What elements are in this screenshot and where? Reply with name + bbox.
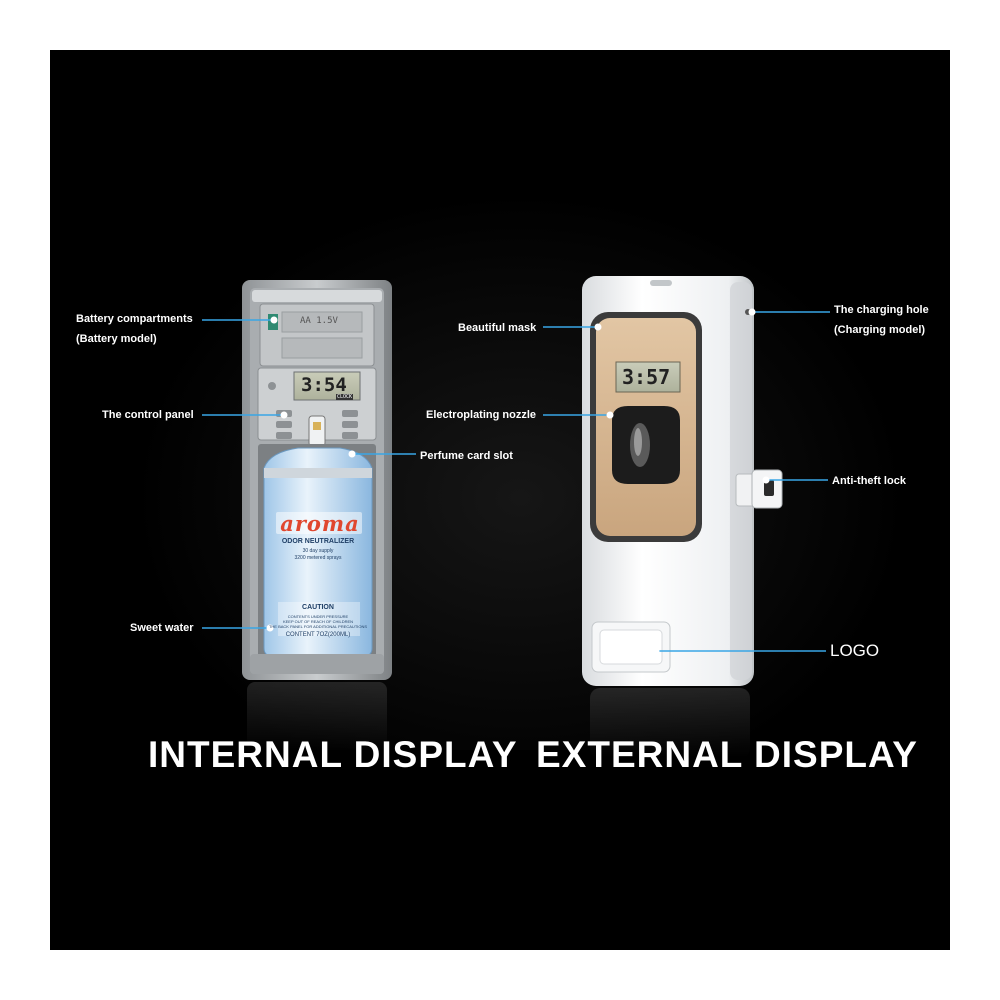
callout-battery-compartments: Battery compartments bbox=[76, 313, 193, 325]
can-caution-line2: KEEP OUT OF REACH OF CHILDREN bbox=[282, 619, 354, 624]
callout-dots bbox=[266, 308, 770, 655]
external-device bbox=[582, 276, 783, 758]
can-brand: aroma bbox=[280, 511, 360, 536]
internal-device bbox=[242, 280, 392, 752]
external-lcd-time: 3:57 bbox=[622, 365, 671, 389]
internal-lcd-time: 3:54 bbox=[301, 374, 347, 396]
product-photo-panel: AA 1.5V 3:54 CLOCK aroma ODOR NEUTRALIZE… bbox=[50, 50, 950, 950]
battery-label: AA 1.5V bbox=[300, 316, 338, 326]
can-supply-line1: 30 day supply bbox=[302, 548, 334, 554]
can-supply-line2: 3200 metered sprays bbox=[294, 555, 342, 561]
callout-battery-model: (Battery model) bbox=[76, 333, 157, 345]
callout-anti-theft-lock: Anti-theft lock bbox=[832, 475, 906, 487]
internal-display-title: INTERNAL DISPLAY bbox=[148, 734, 518, 775]
callout-charging-model: (Charging model) bbox=[834, 324, 926, 336]
can-product: ODOR NEUTRALIZER bbox=[281, 538, 355, 545]
can-caution-line3: THE BACK PANEL FOR ADDITIONAL PRECAUTION… bbox=[268, 624, 368, 629]
callout-sweet-water: Sweet water bbox=[130, 622, 194, 634]
can-caution-line1: CONTENTS UNDER PRESSURE bbox=[287, 614, 349, 619]
product-illustration bbox=[202, 276, 830, 758]
callout-charging-hole: The charging hole bbox=[834, 304, 929, 316]
callout-beautiful-mask: Beautiful mask bbox=[458, 322, 537, 334]
internal-lcd-mode: CLOCK bbox=[336, 394, 354, 400]
callout-control-panel: The control panel bbox=[102, 409, 194, 421]
callout-electroplating-nozzle: Electroplating nozzle bbox=[426, 409, 537, 421]
can-content: CONTENT 7OZ(200ML) bbox=[285, 632, 351, 638]
callout-logo: LOGO bbox=[830, 641, 880, 660]
can-caution-title: CAUTION bbox=[302, 604, 334, 611]
callout-leaders bbox=[202, 311, 830, 652]
external-display-title: EXTERNAL DISPLAY bbox=[536, 734, 918, 775]
callout-perfume-card-slot: Perfume card slot bbox=[420, 450, 513, 462]
